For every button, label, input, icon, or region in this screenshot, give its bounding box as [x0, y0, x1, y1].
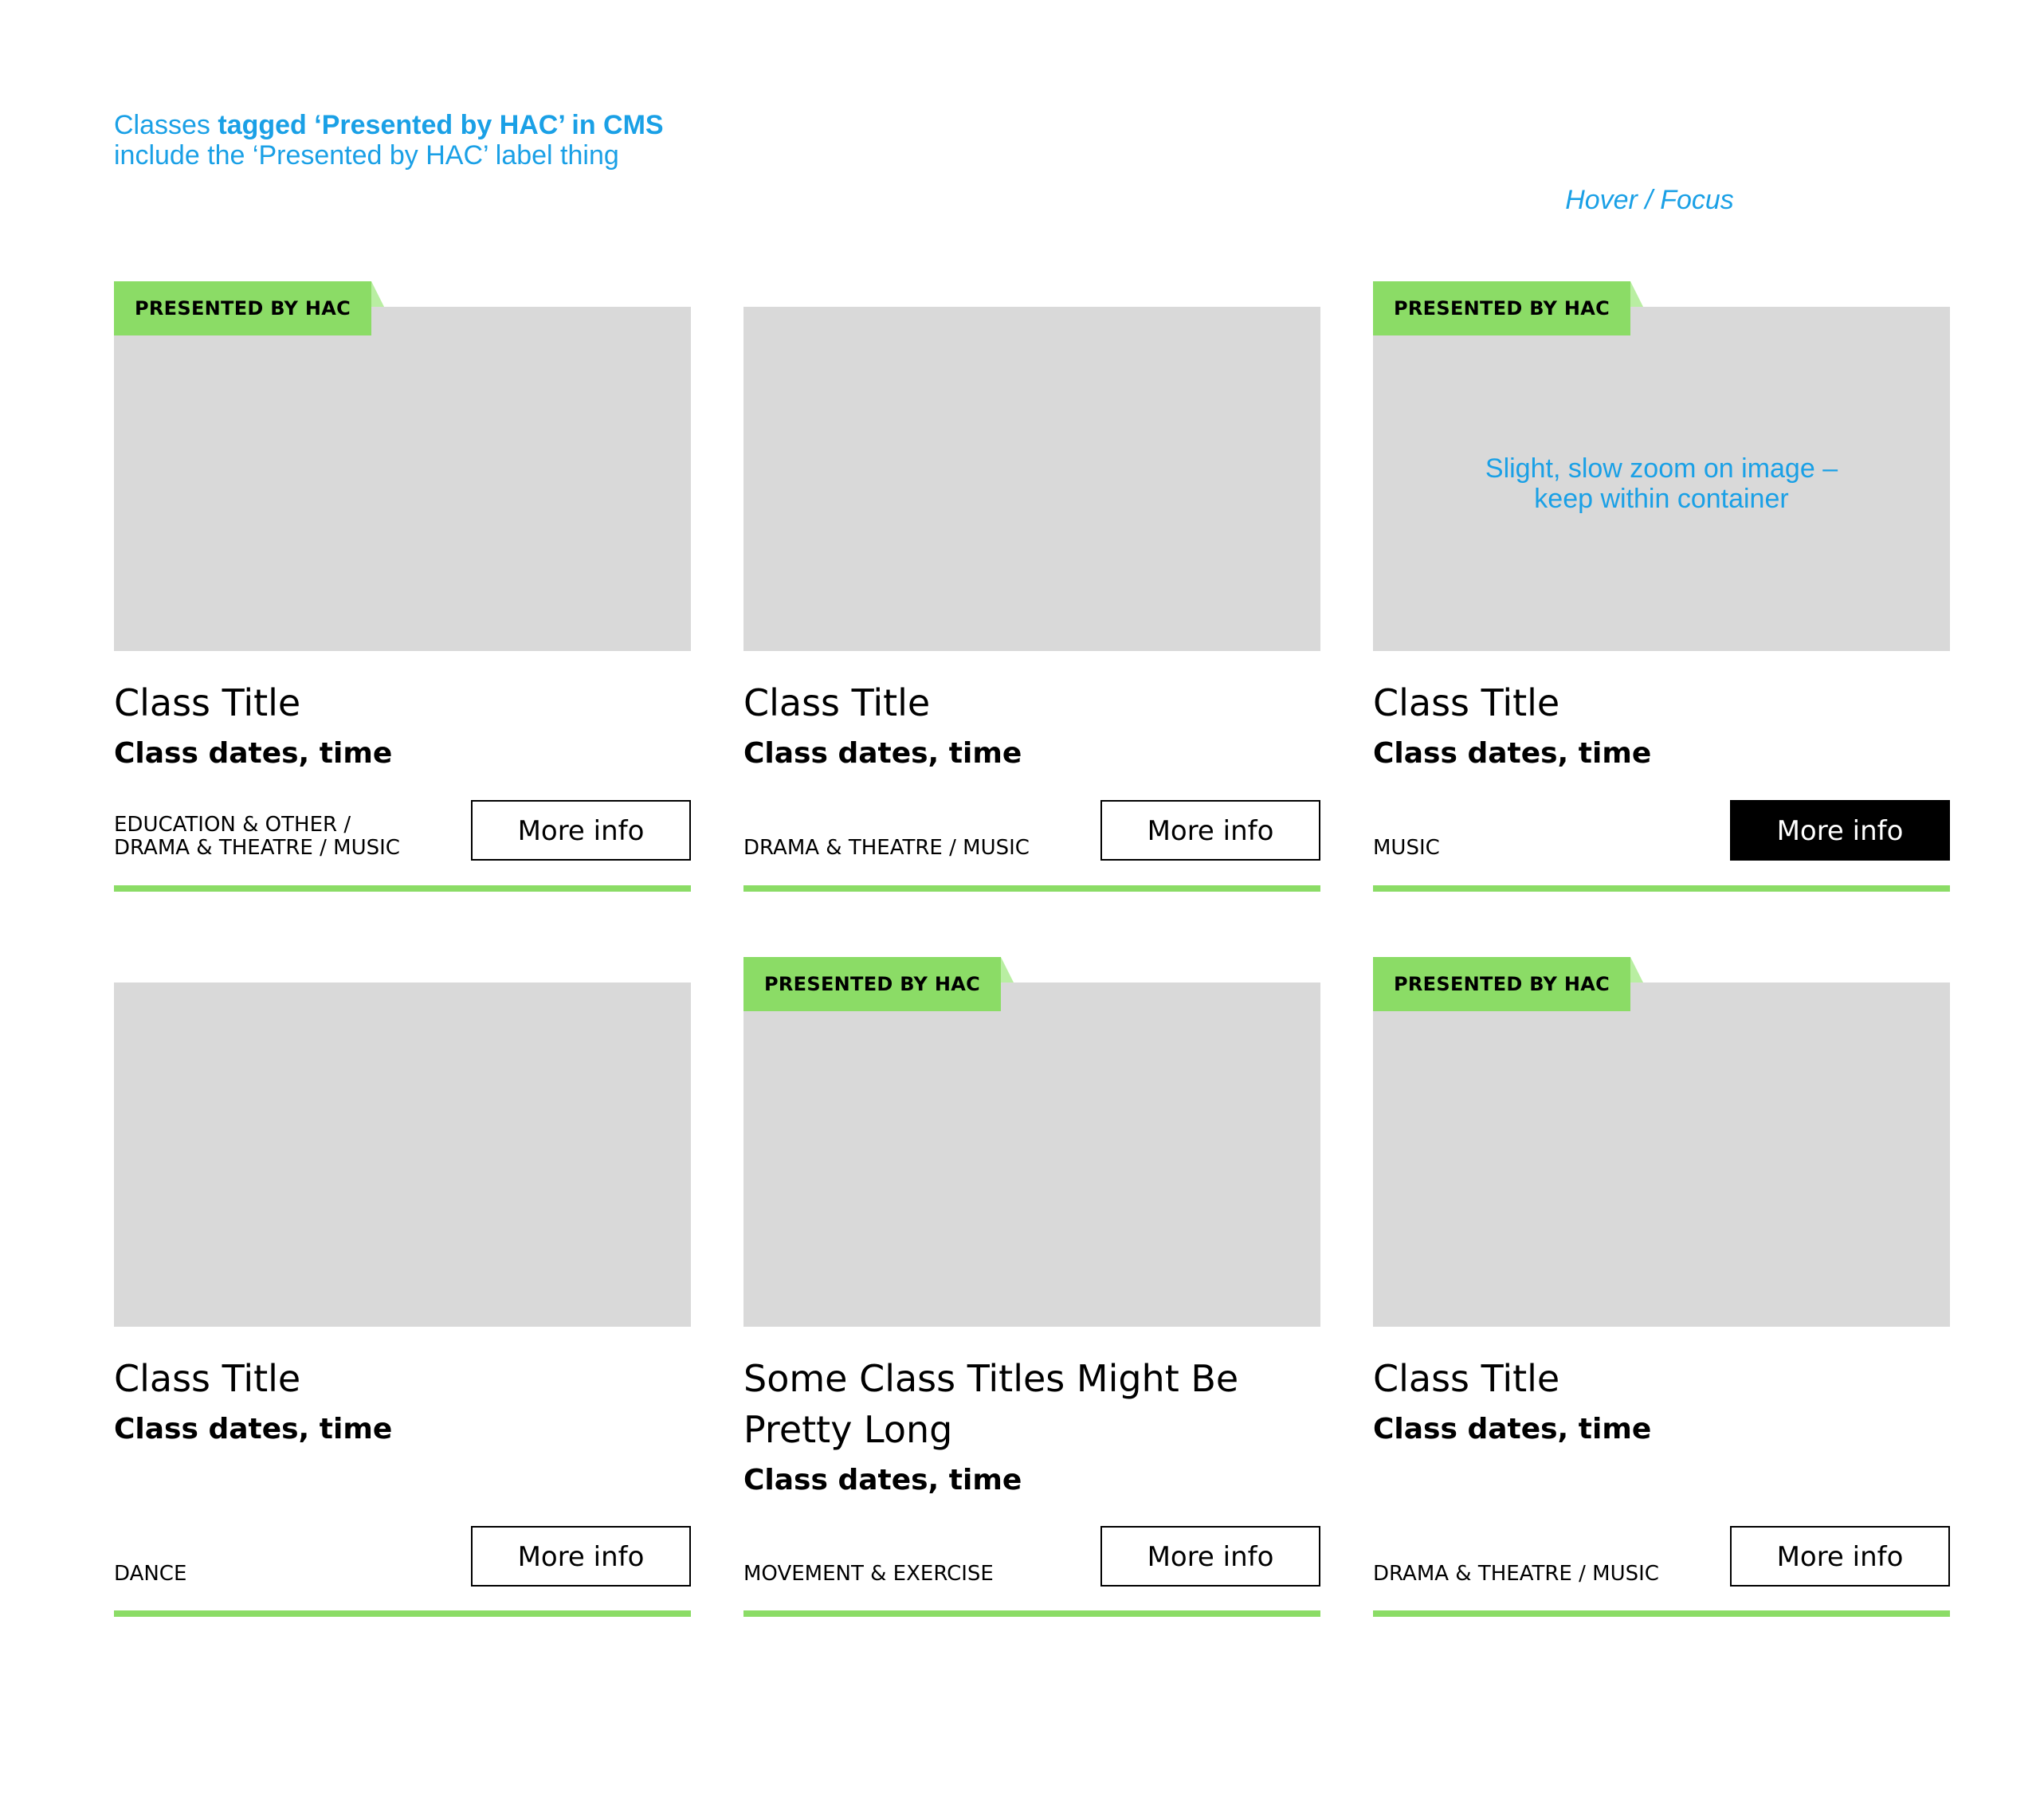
category-line: MUSIC [1373, 836, 1440, 860]
category-line: DRAMA & THEATRE / MUSIC [743, 836, 1030, 860]
class-title[interactable]: Class Title [114, 681, 301, 724]
more-info-button[interactable]: More info [1100, 800, 1320, 861]
category-line: EDUCATION & OTHER / [114, 813, 351, 837]
zoom-annotation: Slight, slow zoom on image – keep within… [1373, 453, 1950, 514]
category-line: DANCE [114, 1562, 187, 1586]
class-title[interactable]: Class Title [743, 681, 931, 724]
class-category: MUSIC [1373, 837, 1724, 860]
class-category: DRAMA & THEATRE / MUSIC [1373, 1563, 1724, 1586]
category-line: DRAMA & THEATRE / MUSIC [114, 836, 400, 860]
class-category: EDUCATION & OTHER / DRAMA & THEATRE / MU… [114, 814, 465, 860]
class-title[interactable]: Class Title [1373, 681, 1560, 724]
more-info-button[interactable]: More info [471, 1526, 691, 1587]
more-info-button[interactable]: More info [1100, 1526, 1320, 1587]
more-info-button[interactable]: More info [1730, 1526, 1950, 1587]
class-category: DRAMA & THEATRE / MUSIC [743, 837, 1094, 860]
class-image[interactable] [114, 307, 691, 651]
more-info-button[interactable]: More info [1730, 800, 1950, 861]
class-category: DANCE [114, 1563, 465, 1586]
card-bottom-rule [1373, 885, 1950, 892]
class-dates: Class dates, time [114, 737, 393, 770]
class-title[interactable]: Class Title [114, 1357, 301, 1400]
zoom-annotation-line: keep within container [1534, 484, 1789, 514]
class-image[interactable] [743, 983, 1320, 1327]
more-info-button[interactable]: More info [471, 800, 691, 861]
cms-annotation-line2: include the ‘Presented by HAC’ label thi… [114, 140, 619, 171]
class-dates: Class dates, time [743, 737, 1022, 770]
card-bottom-rule [1373, 1610, 1950, 1617]
card-bottom-rule [114, 1610, 691, 1617]
category-line: MOVEMENT & EXERCISE [743, 1562, 994, 1586]
class-title[interactable]: Some Class Titles Might Be Pretty Long [743, 1357, 1239, 1451]
class-image[interactable] [743, 307, 1320, 651]
class-image[interactable] [114, 983, 691, 1327]
class-dates: Class dates, time [743, 1464, 1022, 1496]
cms-annotation: Classes tagged ‘Presented by HAC’ in CMS… [114, 110, 664, 171]
zoom-annotation-line: Slight, slow zoom on image – [1485, 453, 1838, 484]
hover-focus-annotation: Hover / Focus [1565, 185, 1734, 215]
class-dates: Class dates, time [1373, 1413, 1652, 1445]
cms-annotation-bold: tagged ‘Presented by HAC’ in CMS [218, 110, 664, 140]
card-bottom-rule [114, 885, 691, 892]
class-image[interactable] [1373, 983, 1950, 1327]
class-category: MOVEMENT & EXERCISE [743, 1563, 1094, 1586]
class-image[interactable] [1373, 307, 1950, 651]
class-title[interactable]: Class Title [1373, 1357, 1560, 1400]
presented-by-hac-label: PRESENTED BY HAC [1373, 957, 1644, 1011]
presented-by-hac-label: PRESENTED BY HAC [743, 957, 1014, 1011]
cms-annotation-plain: Classes [114, 110, 218, 140]
presented-by-hac-label: PRESENTED BY HAC [114, 281, 385, 335]
class-dates: Class dates, time [114, 1413, 393, 1445]
presented-by-hac-label: PRESENTED BY HAC [1373, 281, 1644, 335]
card-bottom-rule [743, 885, 1320, 892]
class-dates: Class dates, time [1373, 737, 1652, 770]
category-line: DRAMA & THEATRE / MUSIC [1373, 1562, 1659, 1586]
card-bottom-rule [743, 1610, 1320, 1617]
